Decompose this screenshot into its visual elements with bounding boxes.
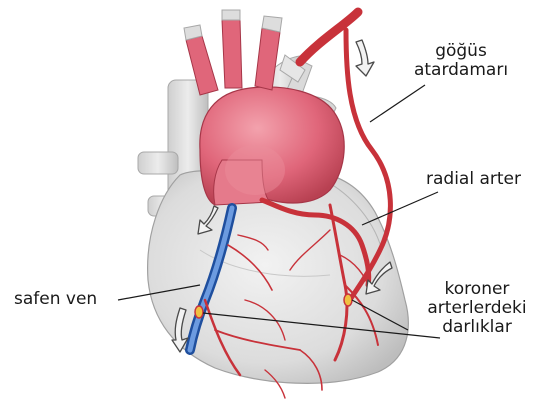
label-koroner-darliklar: koroner arterlerdeki darlıklar <box>412 280 542 337</box>
flow-arrow-thoracic <box>356 40 374 76</box>
label-gogus-line2: atardamarı <box>401 61 521 80</box>
leader-gogus <box>370 85 425 122</box>
label-koroner-line2: arterlerdeki <box>412 299 542 318</box>
label-radial-arter: radial arter <box>426 170 521 189</box>
label-koroner-line3: darlıklar <box>412 318 542 337</box>
label-safen-ven: safen ven <box>14 290 97 309</box>
label-gogus-atardamari: göğüs atardamarı <box>401 42 521 80</box>
label-gogus-line1: göğüs <box>401 42 521 61</box>
label-koroner-line1: koroner <box>412 280 542 299</box>
